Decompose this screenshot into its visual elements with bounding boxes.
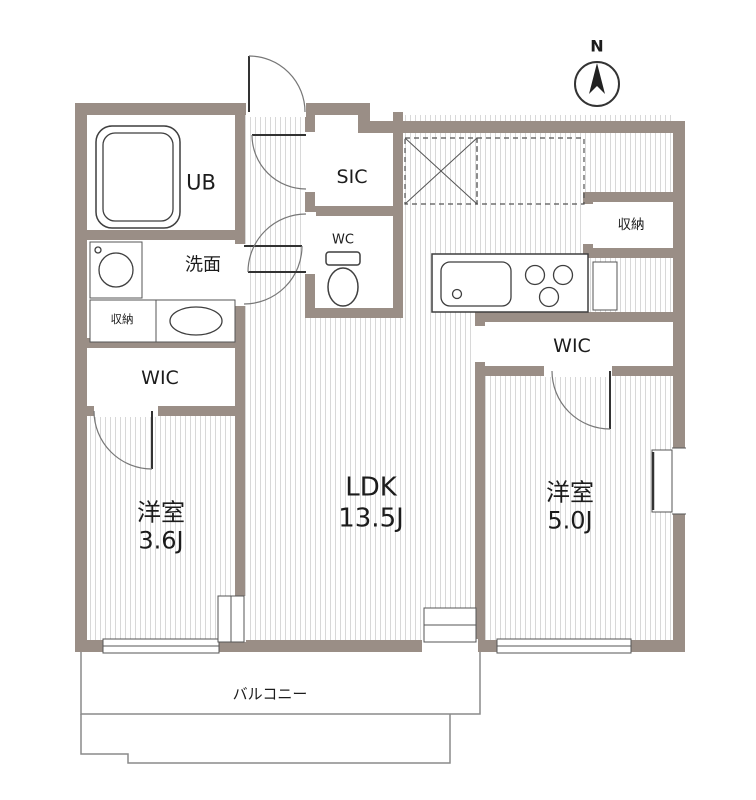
entrance-door-arc — [248, 55, 306, 113]
right-door-recess — [651, 449, 673, 513]
wall-bath-washroom — [87, 230, 245, 240]
bathtub-inner-icon — [102, 132, 174, 222]
compass-needle-icon — [589, 63, 605, 94]
door-swings — [93, 55, 611, 470]
washing-machine-icon — [89, 241, 143, 299]
stove-burner-3-icon — [538, 286, 560, 308]
wall-top-right — [358, 121, 685, 133]
refrigerator-space — [404, 137, 478, 205]
wall-storage-right-top — [583, 192, 685, 202]
pipe-space-box — [592, 261, 618, 311]
wic-left-floor — [87, 348, 235, 408]
wall-sic-wc — [305, 206, 403, 216]
wic-right-entry-opening — [474, 326, 486, 362]
entrance-opening — [246, 101, 306, 117]
wall-openings — [94, 101, 612, 642]
faucet-icon — [451, 288, 463, 300]
wic-right-floor — [485, 322, 673, 370]
kitchen-sink-icon — [440, 261, 512, 307]
balcony-border — [80, 652, 481, 715]
balcony-outline — [80, 652, 481, 764]
kitchen-counter — [431, 253, 589, 313]
wall-storage-right-bottom — [583, 248, 685, 258]
walls — [75, 103, 685, 652]
bedroom-right-door-opening — [544, 365, 612, 377]
wc-door-opening — [304, 212, 316, 274]
plain-rooms — [87, 115, 673, 408]
wall-ldk-right — [475, 312, 485, 642]
right-wall-opening — [672, 448, 686, 514]
wall-left — [75, 103, 87, 652]
wic-left-door-arc — [93, 410, 153, 470]
windows — [102, 447, 686, 654]
storage-right-door-opening — [582, 204, 594, 244]
washing-machine-tap-icon — [94, 246, 102, 254]
bathtub-icon — [95, 125, 181, 229]
washroom-door-arc — [243, 245, 303, 305]
bedroom-right-door-arc — [551, 370, 611, 430]
refrigerator-cross-2 — [404, 137, 478, 205]
sic-door-arc — [251, 134, 307, 190]
wall-wic-bedroom-left — [87, 406, 245, 416]
exterior-step-outline — [80, 714, 451, 764]
wic-left-door-opening — [94, 405, 158, 417]
wall-center-vertical — [235, 112, 245, 642]
washing-machine-drum-icon — [98, 252, 134, 288]
wc-door-arc — [247, 213, 307, 273]
fixtures — [89, 125, 618, 343]
wash-basin-icon — [169, 306, 223, 336]
wall-top-left — [75, 103, 370, 115]
wall-wc-bottom — [305, 308, 403, 318]
storage-right-floor — [593, 202, 673, 252]
wall-washroom-wic — [87, 338, 245, 348]
appliance-space — [476, 137, 585, 205]
sic-door-opening — [304, 132, 316, 192]
vanity-counter — [155, 299, 236, 343]
wall-kitchen-wic-right — [475, 312, 685, 322]
toilet-bowl-icon — [327, 267, 359, 307]
stove-burner-1-icon — [524, 264, 546, 286]
toilet-tank-icon — [325, 251, 361, 266]
compass-icon — [574, 61, 620, 107]
stove-burner-2-icon — [552, 264, 574, 286]
washroom-storage-box — [89, 299, 157, 343]
washroom-door-opening — [234, 244, 246, 306]
